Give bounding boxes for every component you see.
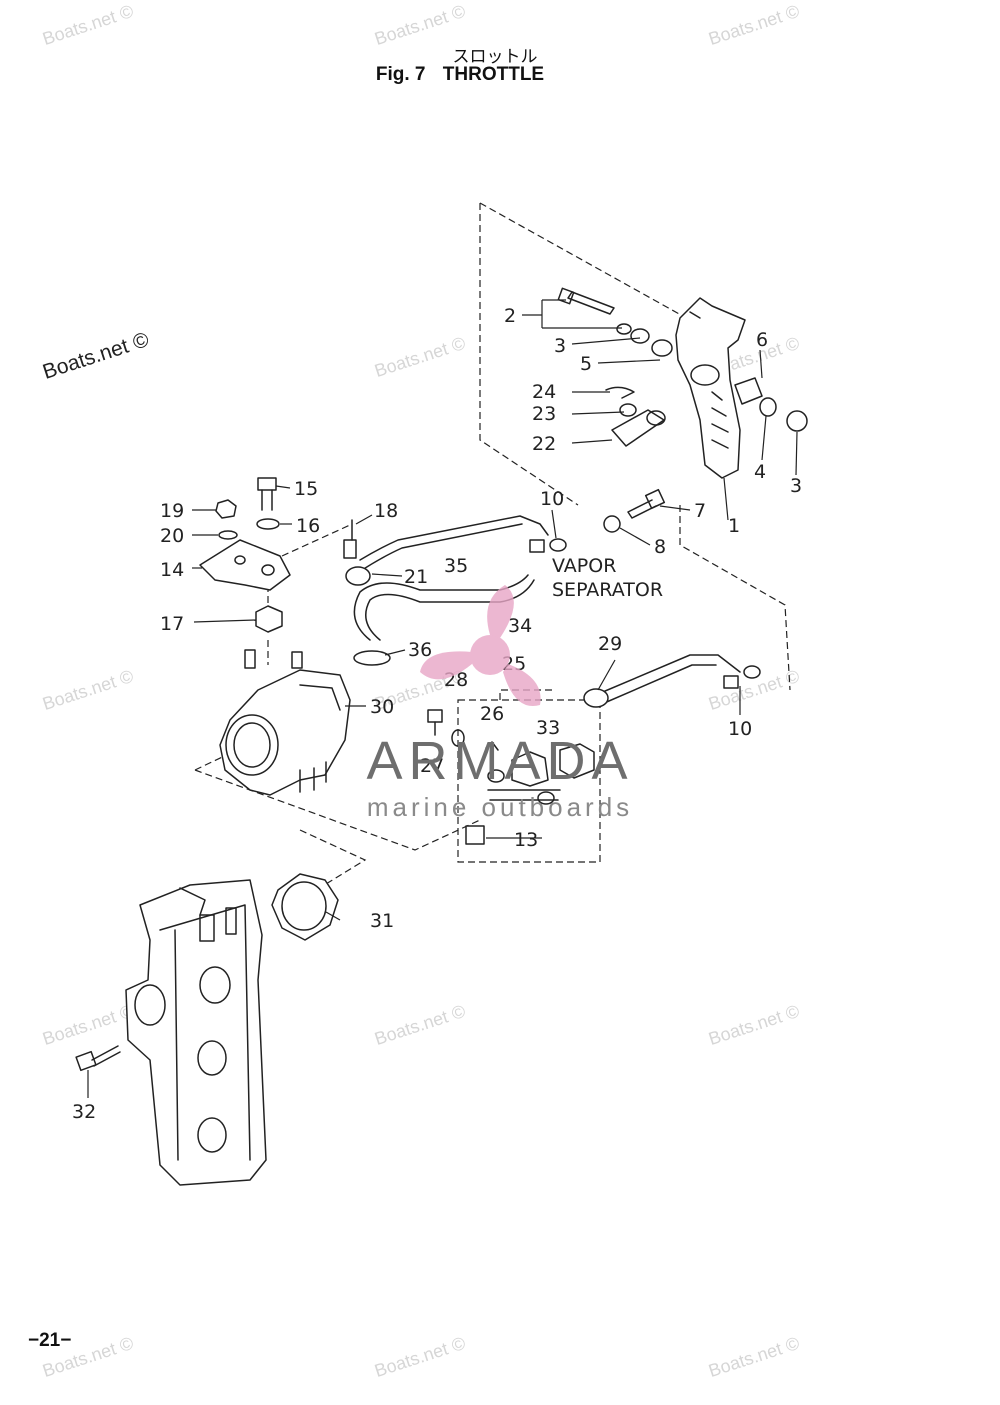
separator-label: SEPARATOR	[552, 579, 663, 601]
part-label: 14	[160, 559, 184, 581]
part-label: 3	[554, 335, 566, 357]
bracket-link-line	[281, 524, 351, 557]
part-label: 7	[694, 500, 706, 522]
part-label: 18	[374, 500, 398, 522]
throttle-sensor-group	[427, 709, 595, 845]
part-label: 26	[480, 703, 504, 725]
part-label: 15	[294, 478, 318, 500]
propeller-logo-icon	[420, 585, 541, 707]
leader-lines	[87, 299, 798, 1098]
manifold-bolt	[75, 1045, 121, 1072]
part-label: 13	[514, 829, 538, 851]
part-label: 5	[580, 353, 592, 375]
title-japanese: スロットル	[452, 47, 538, 67]
part-label: 24	[532, 381, 556, 403]
vapor-hose	[353, 574, 535, 666]
figure-number: Fig. 7	[375, 64, 426, 85]
part-label: 29	[598, 633, 622, 655]
intake-manifold	[125, 879, 267, 1186]
figure-title: Fig. 7 THROTTLE	[330, 64, 590, 86]
part-label: 33	[536, 717, 560, 739]
part-label: 10	[540, 488, 564, 510]
part-label: 8	[654, 536, 666, 558]
vapor-label: VAPOR	[552, 555, 616, 577]
throttle-bracket	[199, 477, 291, 633]
part-label: 34	[508, 615, 532, 637]
part-label: 3	[790, 475, 802, 497]
part-label: 22	[532, 433, 556, 455]
part-label: 21	[404, 566, 428, 588]
part-label: 23	[532, 403, 556, 425]
part-label: 27	[420, 755, 444, 777]
part-label: 6	[756, 329, 768, 351]
bolt-and-washers-top	[557, 287, 673, 357]
part-label: 32	[72, 1101, 96, 1123]
part-label: 35	[444, 555, 468, 577]
figure-name: THROTTLE	[442, 64, 545, 85]
lever-screw	[603, 488, 666, 533]
armada-logo-text: ARMADA	[366, 731, 634, 791]
part-label: 20	[160, 525, 184, 547]
part-label: 10	[728, 718, 752, 740]
part-label: 16	[296, 515, 320, 537]
throttle-link-rod-upper	[343, 515, 567, 586]
part-label: 36	[408, 639, 432, 661]
throttle-link-rod-lower	[583, 654, 761, 708]
part-label: 17	[160, 613, 184, 635]
lever-bushing	[734, 377, 808, 432]
lever-link-rod	[605, 386, 666, 447]
lever-assembly-frame	[479, 202, 791, 691]
throttle-body	[219, 649, 351, 796]
throttle-lever	[675, 297, 746, 479]
throttle-body-gasket	[271, 873, 339, 941]
part-label: 1	[728, 515, 740, 537]
part-labels: 1 2 3 3 4 5 6 7 8 10 10 13 14 15 16 17 1…	[72, 305, 802, 1123]
part-label: 4	[754, 461, 766, 483]
part-label: 19	[160, 500, 184, 522]
part-label: 2	[504, 305, 516, 327]
part-label: 31	[370, 910, 394, 932]
armada-logo-subtitle: marine outboards	[366, 792, 634, 822]
page-number: −21−	[28, 1330, 72, 1351]
part-label: 30	[370, 696, 394, 718]
